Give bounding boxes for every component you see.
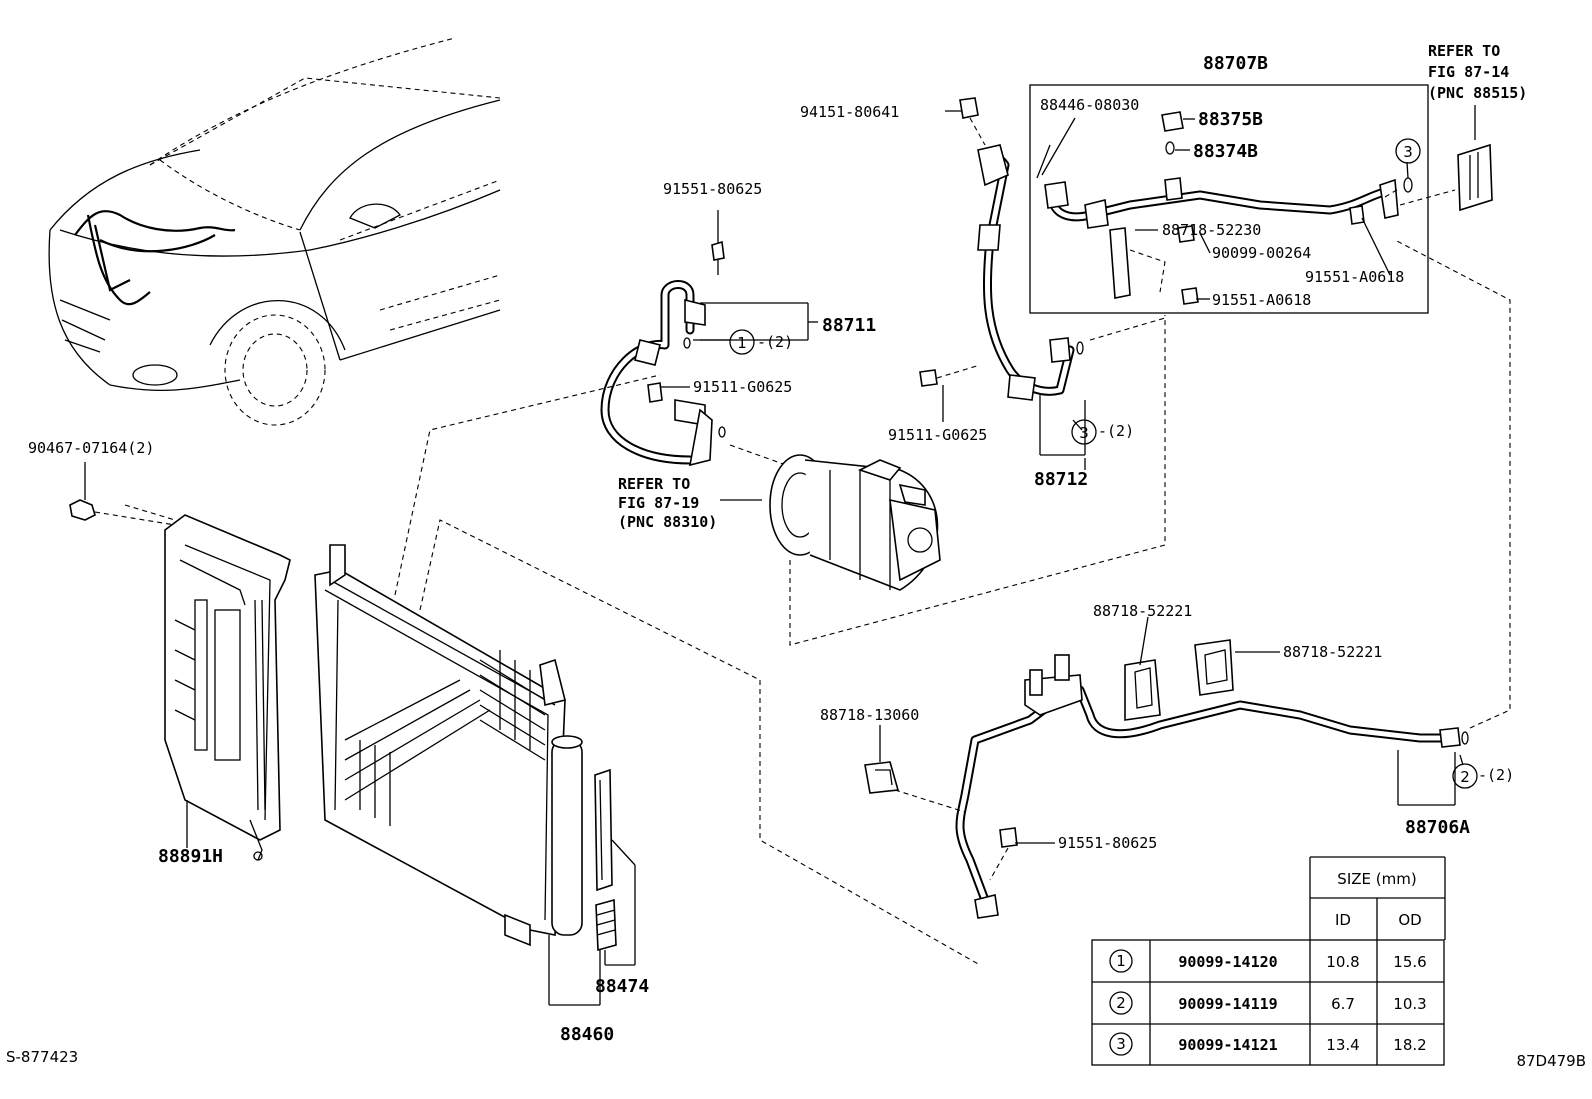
label-91551-a0618-b: 91551-A0618 (1212, 291, 1311, 309)
row-part-number: 90099-14119 (1178, 995, 1277, 1013)
size-table-col-od: OD (1398, 911, 1421, 929)
label-88712: 88712 (1034, 469, 1088, 490)
row-ref: 2 (1116, 994, 1126, 1012)
label-88446-08030: 88446-08030 (1040, 96, 1139, 114)
label-88374b: 88374B (1193, 141, 1258, 162)
label-88707b: 88707B (1203, 53, 1268, 74)
pipe-88706a (864, 239, 1511, 919)
label-88718-52221-a: 88718-52221 (1093, 602, 1192, 620)
label-88718-52230: 88718-52230 (1162, 221, 1261, 239)
row-id: 13.4 (1326, 1036, 1359, 1054)
vehicle-outline (48, 37, 501, 426)
condenser-88460 (314, 544, 601, 1006)
dryer-88474 (594, 768, 636, 966)
label-qty-callout-1: -(2) (757, 333, 793, 351)
label-91551-80625-a: 91551-80625 (663, 180, 762, 198)
connection-lines (394, 187, 1401, 966)
row-id: 10.8 (1326, 953, 1359, 971)
label-qty-callout-2: -(2) (1478, 766, 1514, 784)
table-row: 2 90099-14119 6.7 10.3 (1109, 991, 1427, 1015)
clip-90467 (69, 499, 176, 526)
label-88706a: 88706A (1405, 817, 1470, 838)
refer-note-compressor: REFER TO FIG 87-19 (PNC 88310) (618, 475, 717, 531)
table-row: 3 90099-14121 13.4 18.2 (1109, 1032, 1427, 1056)
label-88718-52221-b: 88718-52221 (1283, 643, 1382, 661)
refer-compressor-line3: (PNC 88310) (618, 513, 717, 531)
refer-valve-line2: FIG 87-14 (1428, 63, 1509, 81)
label-91511-g0625-b: 91511-G0625 (888, 426, 987, 444)
label-90467-07164: 90467-07164(2) (28, 439, 154, 457)
callout-circles: 1 2 3 3 (729, 138, 1478, 789)
label-88474: 88474 (595, 976, 649, 997)
refer-compressor-line2: FIG 87-19 (618, 494, 699, 512)
label-88891h: 88891H (158, 846, 223, 867)
part-labels: 88707B 88446-08030 88375B 88374B 88718-5… (28, 53, 1514, 1045)
label-91551-a0618-a: 91551-A0618 (1305, 268, 1404, 286)
callout-1-number: 1 (737, 334, 747, 352)
label-90099-00264: 90099-00264 (1212, 244, 1311, 262)
table-row: 1 90099-14120 10.8 15.6 (1109, 949, 1427, 973)
row-part-number: 90099-14121 (1178, 1036, 1277, 1054)
label-88375b: 88375B (1198, 109, 1263, 130)
callout-3-number-a: 3 (1403, 143, 1413, 161)
label-qty-callout-3: -(2) (1098, 422, 1134, 440)
hose-88712 (919, 97, 1086, 456)
compressor (729, 444, 941, 591)
row-ref: 1 (1116, 952, 1126, 970)
label-91551-80625-b: 91551-80625 (1058, 834, 1157, 852)
pipe-assembly-88707b (1029, 84, 1429, 314)
footer-left-code: S-877423 (6, 1048, 78, 1066)
air-duct-88891h (164, 514, 291, 861)
label-88460: 88460 (560, 1024, 614, 1045)
callout-3-number-b: 3 (1079, 424, 1089, 442)
hose-88711 (600, 240, 726, 467)
expansion-valve (1399, 105, 1493, 212)
refer-note-valve: REFER TO FIG 87-14 (PNC 88515) (1428, 42, 1527, 102)
row-id: 6.7 (1331, 995, 1355, 1013)
size-table-header: SIZE (mm) (1337, 870, 1416, 888)
footer-right-code: 87D479B (1516, 1052, 1586, 1070)
label-91511-g0625-a: 91511-G0625 (693, 378, 792, 396)
row-od: 18.2 (1393, 1036, 1426, 1054)
row-od: 10.3 (1393, 995, 1426, 1013)
label-88718-13060: 88718-13060 (820, 706, 919, 724)
refer-valve-line3: (PNC 88515) (1428, 84, 1527, 102)
size-table: SIZE (mm) ID OD 1 90099-14120 10.8 15.6 … (1091, 856, 1446, 1066)
row-od: 15.6 (1393, 953, 1426, 971)
row-part-number: 90099-14120 (1178, 953, 1277, 971)
label-88711: 88711 (822, 315, 876, 336)
row-ref: 3 (1116, 1035, 1126, 1053)
refer-compressor-line1: REFER TO (618, 475, 690, 493)
label-94151-80641: 94151-80641 (800, 103, 899, 121)
refer-valve-line1: REFER TO (1428, 42, 1500, 60)
size-table-col-id: ID (1335, 911, 1351, 929)
callout-2-number: 2 (1460, 768, 1470, 786)
